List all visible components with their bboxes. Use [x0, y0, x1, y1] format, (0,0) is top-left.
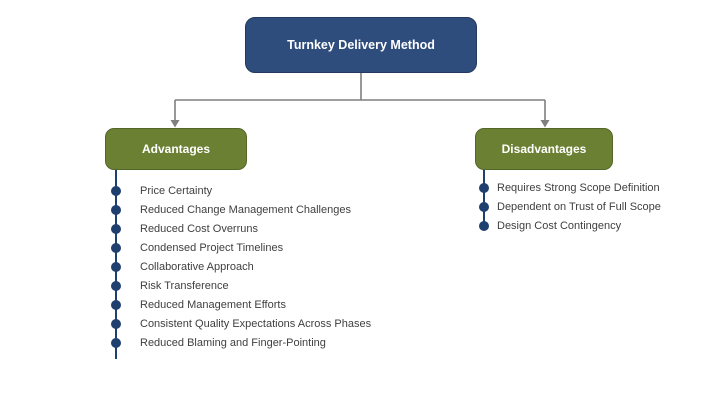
disadvantages-bullet-line: [483, 170, 485, 227]
bullet-icon: [111, 300, 121, 310]
list-item: Reduced Cost Overruns: [140, 223, 258, 235]
list-item: Design Cost Contingency: [497, 220, 622, 232]
bullet-icon: [111, 243, 121, 253]
bullet-icon: [111, 186, 121, 196]
list-item: Dependent on Trust of Full Scope: [497, 201, 661, 213]
list-item: Requires Strong Scope Definition: [497, 182, 660, 194]
bullet-icon: [111, 205, 121, 215]
list-item: Reduced Change Management Challenges: [140, 204, 351, 216]
root-node-label: Turnkey Delivery Method: [287, 38, 435, 52]
bullet-icon: [479, 221, 489, 231]
list-item: Reduced Management Efforts: [140, 299, 286, 311]
bullet-icon: [111, 319, 121, 329]
root-node: Turnkey Delivery Method: [245, 17, 477, 73]
advantages-arrowhead-icon: [170, 120, 180, 128]
bullet-icon: [111, 224, 121, 234]
list-item: Price Certainty: [140, 185, 213, 197]
bullet-icon: [479, 202, 489, 212]
bullet-icon: [111, 338, 121, 348]
list-item: Collaborative Approach: [140, 261, 254, 273]
list-item: Consistent Quality Expectations Across P…: [140, 318, 372, 330]
branch-node-disadvantages: Disadvantages: [475, 128, 613, 170]
advantages-label: Advantages: [141, 142, 211, 156]
list-item: Reduced Blaming and Finger-Pointing: [140, 337, 326, 349]
bullet-icon: [111, 262, 121, 272]
disadvantages-arrowhead-icon: [540, 120, 550, 128]
disadvantages-label: Disadvantages: [501, 142, 587, 156]
list-item: Condensed Project Timelines: [140, 242, 284, 254]
bullet-icon: [479, 183, 489, 193]
list-item: Risk Transference: [140, 280, 229, 292]
branch-node-advantages: Advantages: [105, 128, 247, 170]
bullet-icon: [111, 281, 121, 291]
